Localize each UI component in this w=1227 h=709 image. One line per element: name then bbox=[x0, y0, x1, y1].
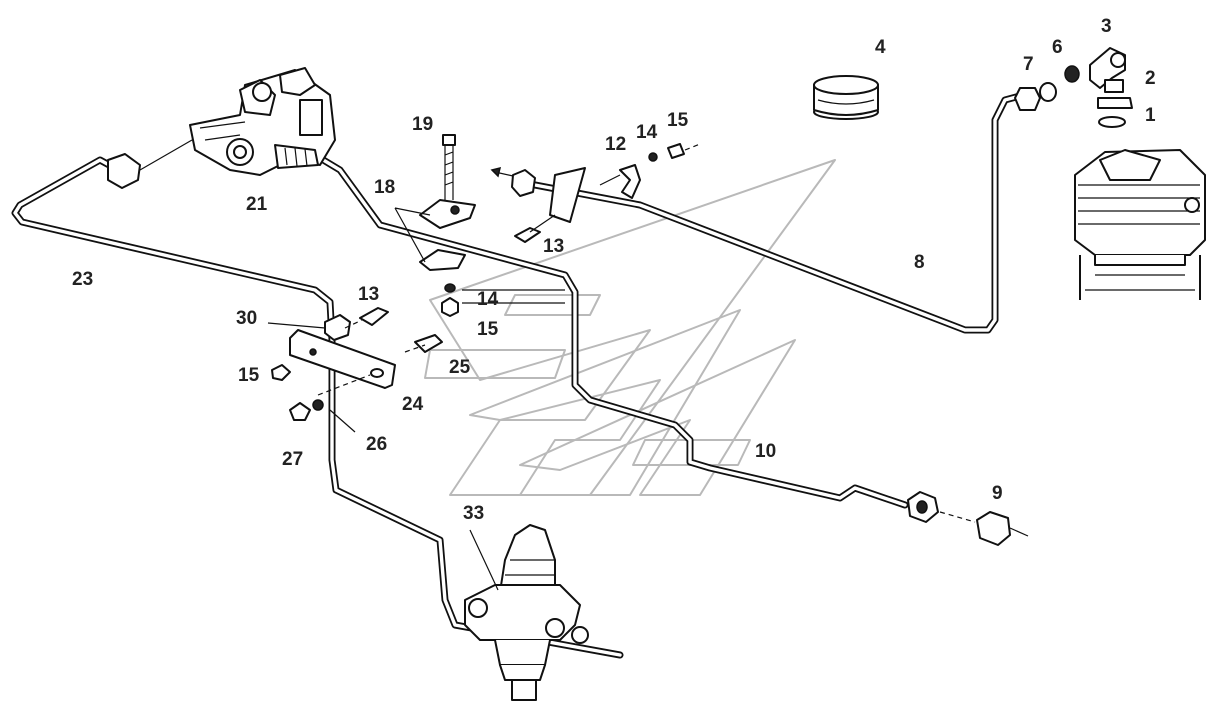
callout-labels: 1 2 3 4 6 7 8 9 10 12 13 13 14 14 15 15 … bbox=[72, 16, 1156, 524]
fitting-9 bbox=[907, 491, 1029, 546]
compressor-fittings bbox=[1014, 47, 1133, 128]
callout-1: 1 bbox=[1145, 105, 1156, 126]
callout-9: 9 bbox=[992, 483, 1003, 504]
mounting-plate-24 bbox=[267, 307, 396, 433]
pipe-8 bbox=[531, 92, 1024, 334]
callout-19: 19 bbox=[412, 114, 433, 135]
callout-21: 21 bbox=[246, 194, 268, 215]
callout-26: 26 bbox=[366, 434, 387, 455]
callout-24: 24 bbox=[402, 394, 424, 415]
callout-15-mid: 15 bbox=[477, 319, 499, 340]
callout-8: 8 bbox=[914, 252, 925, 273]
callout-13-left: 13 bbox=[358, 284, 379, 305]
callout-15-top: 15 bbox=[667, 110, 689, 131]
callout-6: 6 bbox=[1052, 37, 1063, 58]
callout-27: 27 bbox=[282, 449, 303, 470]
compressor-head bbox=[1074, 149, 1206, 300]
callout-10: 10 bbox=[755, 441, 776, 462]
valve-unit-21 bbox=[107, 67, 336, 189]
callout-14-mid: 14 bbox=[477, 289, 499, 310]
valve-unit-33 bbox=[464, 524, 589, 701]
callout-2: 2 bbox=[1145, 68, 1156, 89]
callout-12: 12 bbox=[605, 134, 626, 155]
callout-18: 18 bbox=[374, 177, 395, 198]
callout-33: 33 bbox=[463, 503, 484, 524]
callout-30: 30 bbox=[236, 308, 257, 329]
callout-7: 7 bbox=[1023, 54, 1034, 75]
bracket-18-19 bbox=[394, 134, 565, 353]
callout-25: 25 bbox=[449, 357, 471, 378]
callout-4: 4 bbox=[875, 37, 886, 58]
callout-23: 23 bbox=[72, 269, 93, 290]
callout-13-top: 13 bbox=[543, 236, 564, 257]
pipe-10 bbox=[316, 154, 909, 509]
callout-15-left: 15 bbox=[238, 365, 260, 386]
callout-14-top: 14 bbox=[636, 122, 658, 143]
cap-4 bbox=[813, 75, 879, 120]
clamp-12 bbox=[490, 143, 701, 243]
callout-3: 3 bbox=[1101, 16, 1112, 37]
